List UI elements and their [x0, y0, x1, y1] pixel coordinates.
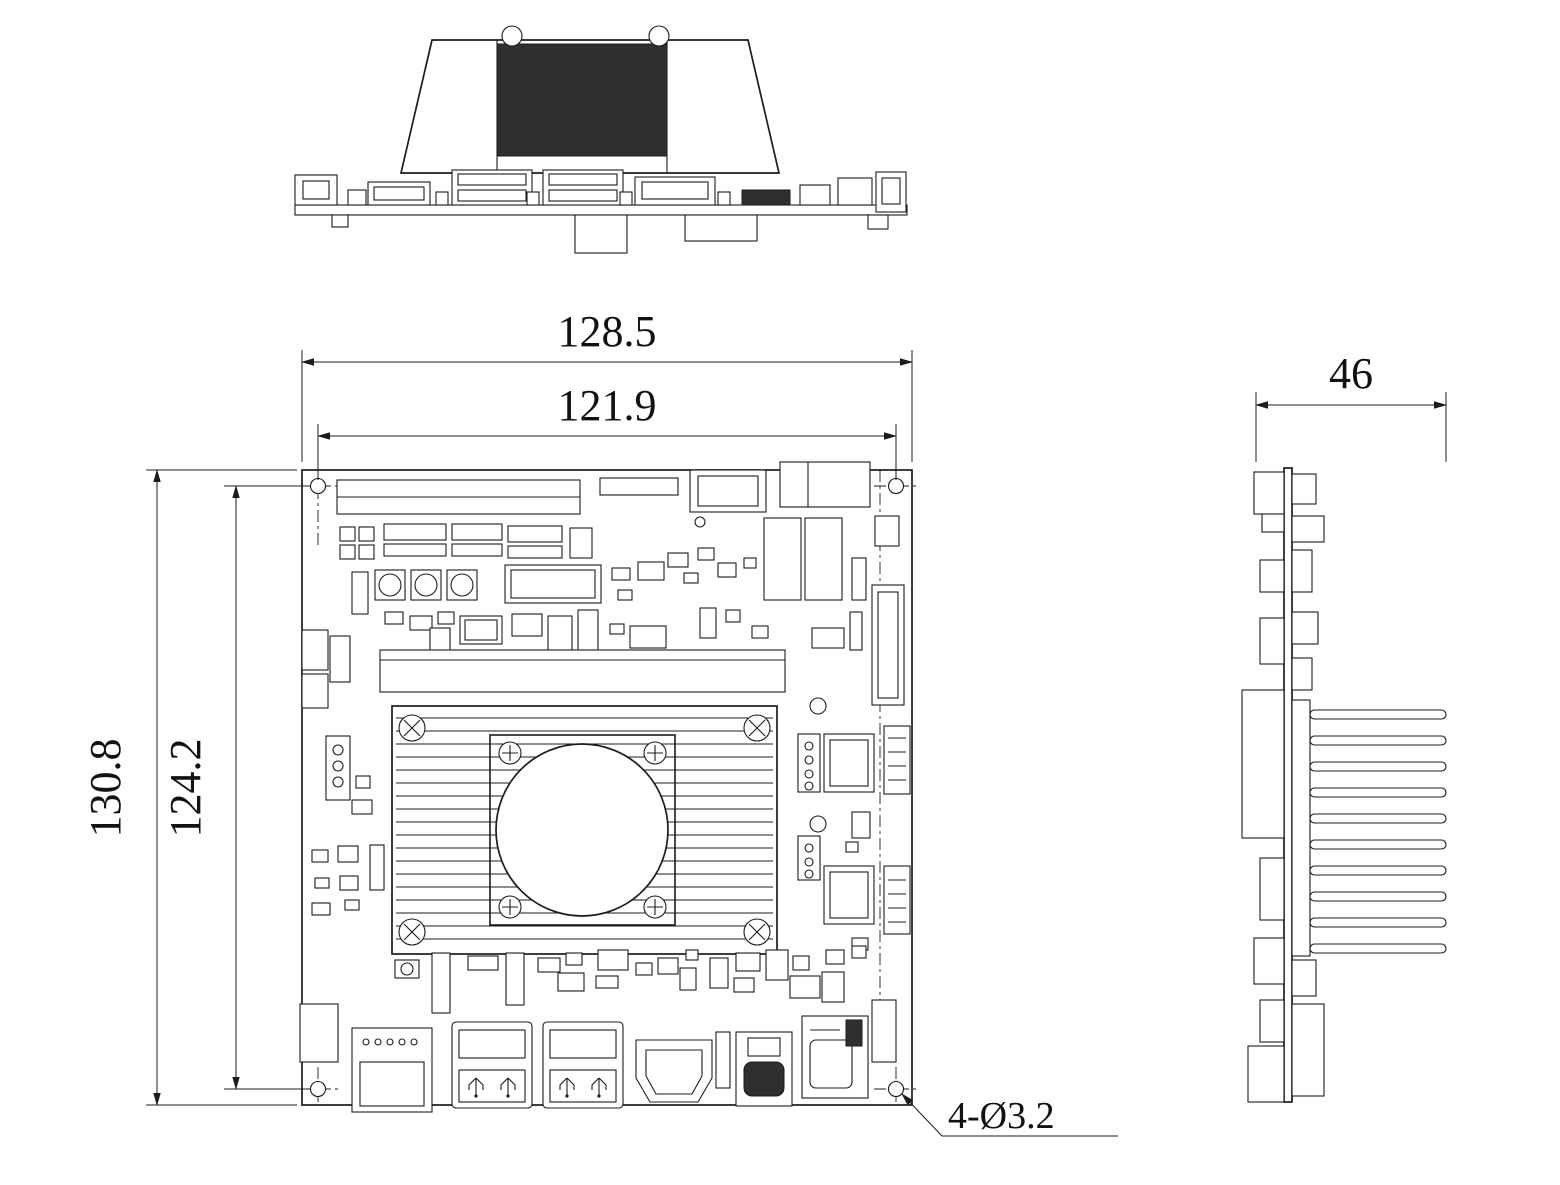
fan-screw	[643, 895, 667, 919]
upper-components	[339, 517, 905, 706]
fan-circle	[495, 743, 669, 917]
usb-stack-1	[451, 1021, 533, 1109]
side-right-components	[1291, 473, 1447, 1097]
board-top-view	[296, 461, 918, 1113]
mounting-hole	[309, 1080, 327, 1098]
dimension-128-5: 128.5	[301, 307, 913, 462]
front-elevation-view	[294, 25, 908, 254]
usb-stack-2	[542, 1021, 624, 1109]
mounting-hole	[309, 477, 327, 495]
power-connector	[299, 1003, 339, 1063]
heatsink-screw	[398, 918, 426, 946]
lower-components	[394, 945, 867, 1014]
side-left-components	[1241, 471, 1285, 1103]
fan-screw	[643, 741, 667, 765]
shroud-boss	[648, 25, 670, 47]
display-port	[735, 1031, 793, 1107]
heatsink-screw	[743, 918, 771, 946]
dim-board-height: 130.8	[81, 739, 130, 838]
side-elevation-view	[1241, 467, 1447, 1103]
rear-io-connectors	[294, 169, 907, 213]
bottom-edge-connectors	[299, 1003, 869, 1113]
fan-frame	[489, 734, 676, 926]
hdmi-port	[635, 1039, 713, 1103]
heatsink-screw	[743, 714, 771, 742]
right-side-components	[797, 697, 911, 1063]
heatsink-block-front	[496, 43, 668, 157]
dimension-46: 46	[1255, 349, 1447, 462]
dimension-121-9: 121.9	[317, 381, 897, 480]
hole-callout: 4-Ø3.2	[901, 1093, 1118, 1137]
dimension-124-2: 124.2	[161, 485, 310, 1090]
heatsink-fins-profile	[1309, 709, 1447, 954]
fan-screw	[498, 895, 522, 919]
shroud-boss	[501, 25, 523, 47]
ethernet-jack	[351, 1027, 433, 1113]
mounting-holes	[296, 464, 918, 1105]
heatsink-base-profile	[1291, 699, 1311, 957]
dim-hole-span-x: 121.9	[558, 381, 657, 430]
mounting-hole	[887, 1080, 905, 1098]
sim-slot	[801, 1015, 869, 1099]
left-edge-components	[301, 629, 385, 916]
dim-hole-span-y: 124.2	[161, 739, 210, 838]
heatsink-assembly	[391, 705, 778, 955]
top-edge-components	[336, 461, 900, 547]
heatsink-screw	[398, 714, 426, 742]
pcb-profile	[1283, 467, 1293, 1103]
fan-screw	[498, 741, 522, 765]
dimension-130-8: 130.8	[81, 469, 297, 1106]
dim-depth: 46	[1329, 349, 1373, 398]
under-board-parts	[331, 214, 889, 254]
mounting-hole	[887, 477, 905, 495]
hole-callout-text: 4-Ø3.2	[948, 1095, 1055, 1137]
dim-board-width: 128.5	[558, 307, 657, 356]
pcb-edge	[294, 204, 908, 216]
sodimm-slot	[379, 649, 786, 693]
